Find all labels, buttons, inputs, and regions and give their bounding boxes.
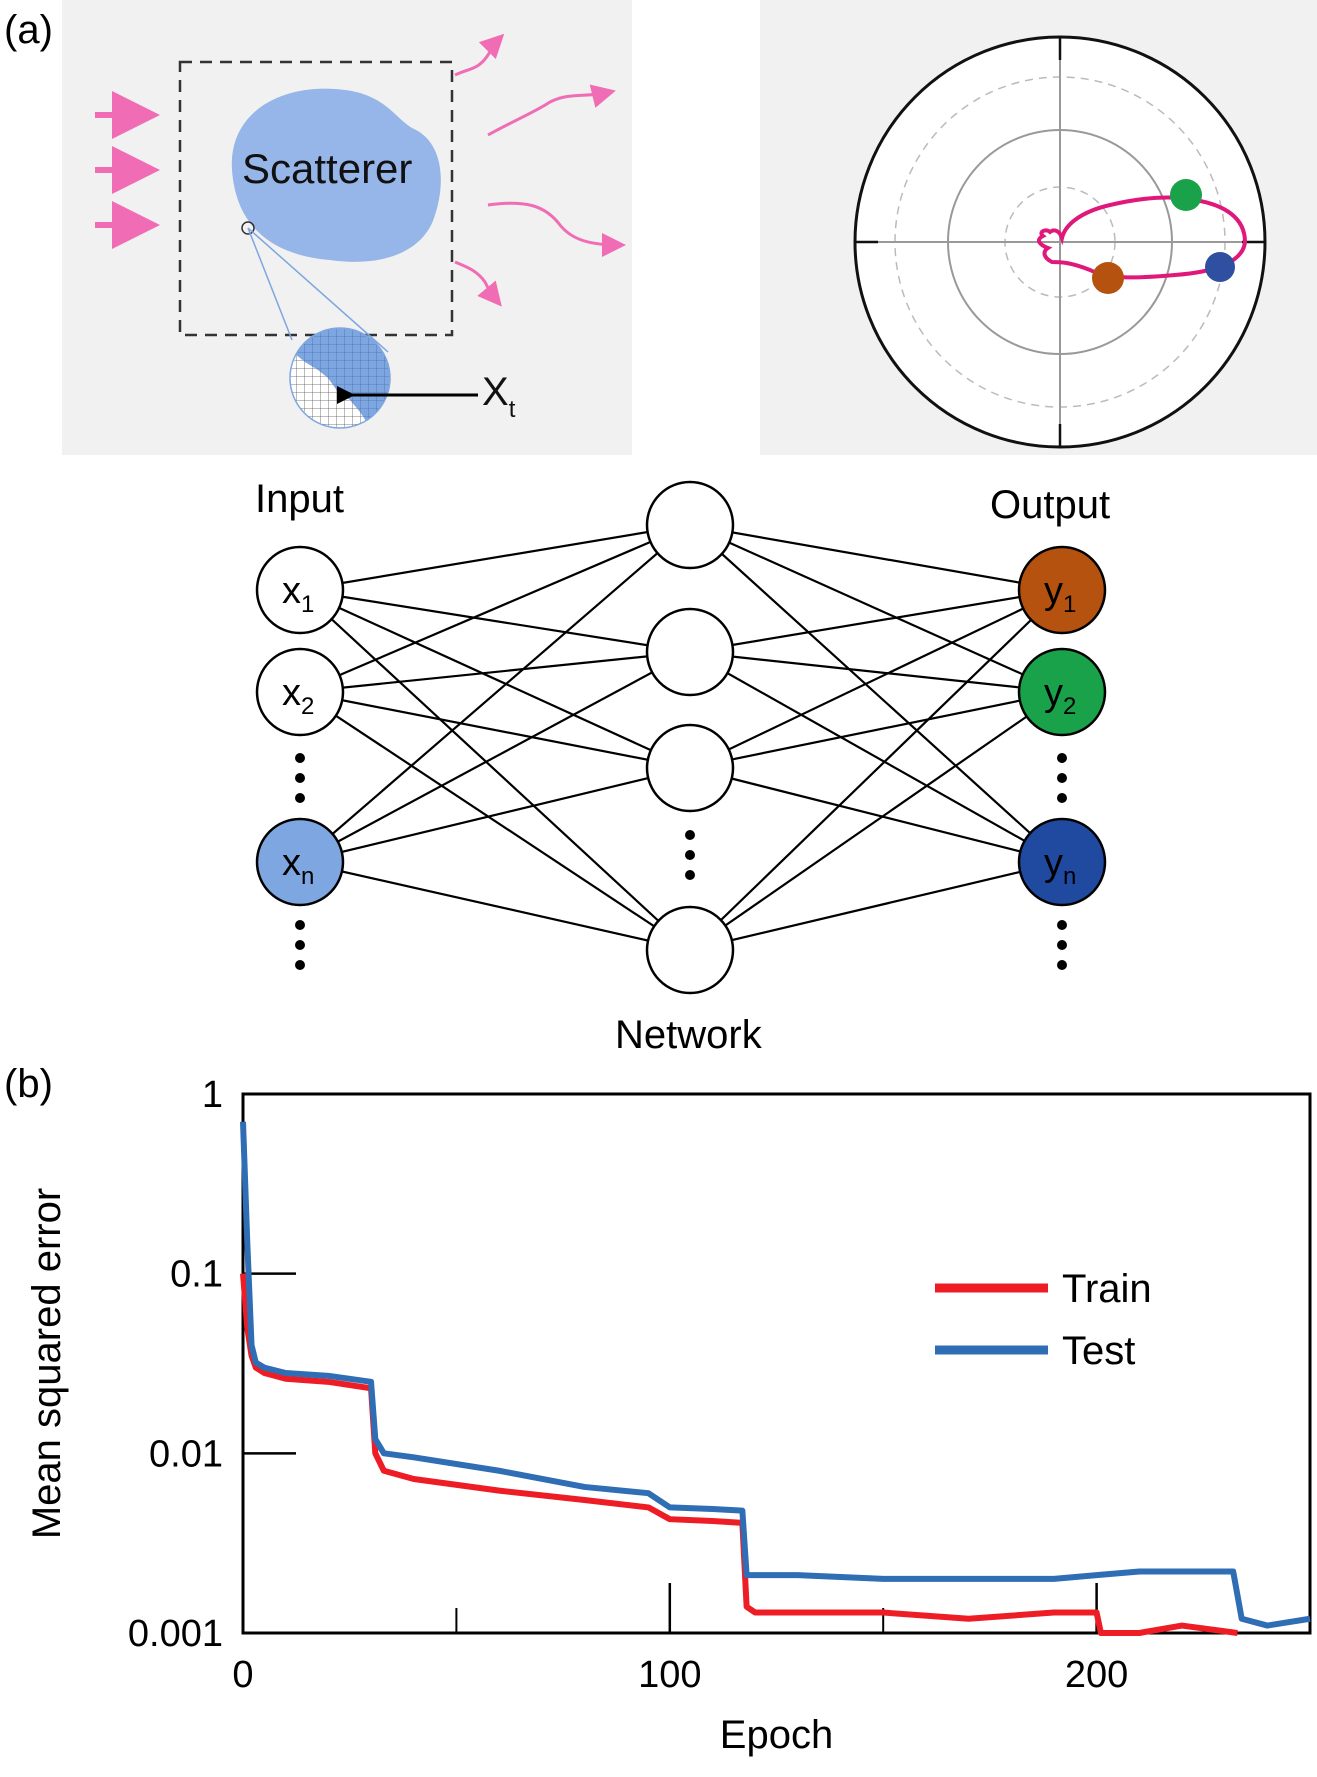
- hidden-ellipsis: [685, 830, 695, 880]
- input-node-n-label: xn: [282, 842, 314, 890]
- series-line-test: [240, 1121, 1311, 1629]
- panel-a-label: (a): [4, 8, 53, 52]
- input-ellipsis: [295, 753, 305, 970]
- panel-b-label: (b): [4, 1062, 53, 1106]
- polar-plot: [853, 35, 1267, 449]
- input-node-n: [255, 817, 345, 907]
- network-edges: [299, 523, 1063, 952]
- y-tick-label: 0.01: [149, 1433, 223, 1475]
- scatterer-label: Scatterer: [242, 145, 412, 192]
- output-node-2-label: y2: [1044, 672, 1076, 720]
- hidden-node: [645, 480, 735, 570]
- y-tick-label: 1: [202, 1074, 223, 1116]
- input-node-1-label: x1: [282, 570, 314, 618]
- polar-dot-blue: [1205, 252, 1235, 282]
- input-node-2: [255, 647, 345, 737]
- x-tick-label: 0: [232, 1654, 253, 1696]
- plot-frame: [241, 1092, 1312, 1635]
- panel-a-figure: Scatterer Xt: [62, 0, 1317, 1057]
- x-axis-label: Epoch: [720, 1713, 833, 1757]
- zoom-source-marker: [241, 221, 255, 235]
- hidden-node: [645, 905, 735, 995]
- output-layer-title: Output: [990, 483, 1110, 527]
- hidden-node: [645, 723, 735, 813]
- input-layer: x1 x2 xn: [255, 545, 345, 907]
- hidden-node: [645, 607, 735, 697]
- output-node-n: [1017, 817, 1107, 907]
- output-node-2: [1017, 647, 1107, 737]
- polar-dot-orange: [1092, 262, 1124, 294]
- x-tick-label: 100: [638, 1654, 701, 1696]
- input-layer-title: Input: [255, 477, 344, 521]
- output-node-1-label: y1: [1044, 570, 1076, 618]
- hidden-layer: [645, 480, 735, 995]
- scattered-arrows: [454, 33, 626, 307]
- incident-arrows: [95, 91, 160, 249]
- input-node-1: [255, 545, 345, 635]
- output-node-1: [1017, 545, 1107, 635]
- legend-label-test: Test: [1062, 1329, 1135, 1373]
- zoom-grid-circle: [290, 328, 390, 428]
- pixel-label: Xt: [482, 370, 516, 423]
- y-axis-label: Mean squared error: [25, 1188, 69, 1539]
- scatterer-shape: [231, 88, 441, 262]
- network-title: Network: [615, 1013, 763, 1057]
- input-node-2-label: x2: [282, 672, 314, 720]
- y-tick-label: 0.1: [170, 1254, 223, 1296]
- x-tick-label: 200: [1065, 1654, 1128, 1696]
- output-node-n-label: yn: [1044, 842, 1076, 890]
- y-tick-label: 0.001: [128, 1613, 223, 1655]
- output-ellipsis: [1057, 753, 1067, 970]
- legend-label-train: Train: [1062, 1267, 1152, 1311]
- output-layer: y1 y2 yn: [1017, 545, 1107, 907]
- series-line-train: [240, 1273, 1238, 1636]
- polar-dot-green: [1170, 179, 1202, 211]
